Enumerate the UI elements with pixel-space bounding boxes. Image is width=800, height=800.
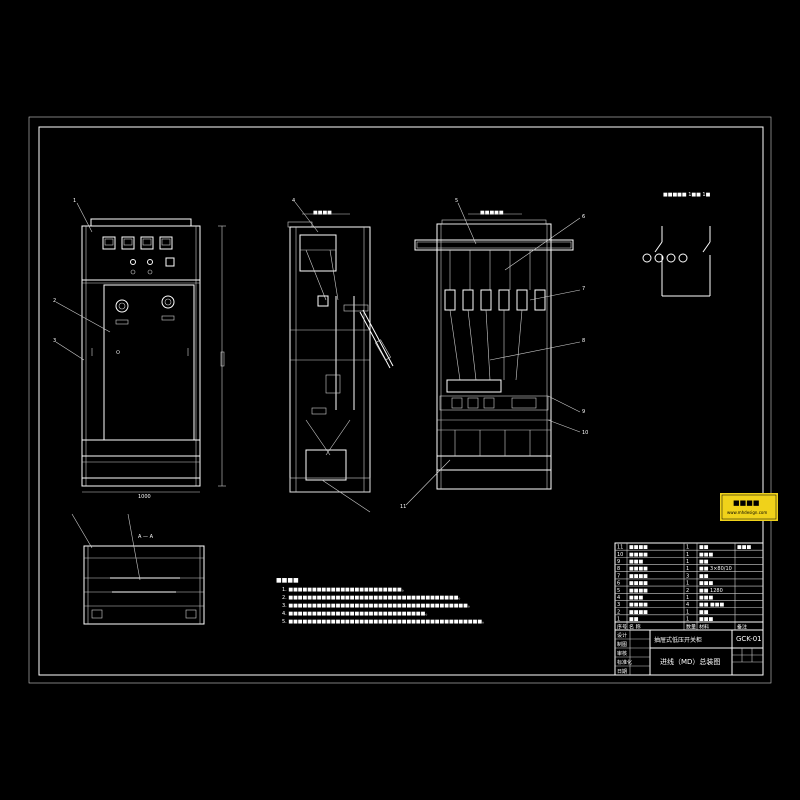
bom-cell: ■■■: [699, 581, 713, 587]
callout-number: 4: [292, 198, 295, 204]
bom-cell: 5: [617, 588, 620, 594]
circuit-label: ■■■■■ 1■■ 1■: [663, 192, 711, 198]
bom-cell: 8: [617, 566, 620, 572]
bom-cell: 3: [617, 602, 620, 608]
bom-cell: 3: [686, 573, 689, 579]
bom-cell: ■■■: [699, 552, 713, 558]
bom-cell: ■■: [699, 559, 709, 565]
bom-cell: ■■■■: [629, 573, 648, 579]
bom-cell: 2: [617, 609, 620, 615]
note-line: 3. ■■■■■■■■■■■■■■■■■■■■■■■■■■■■■■■■■■■■■…: [282, 603, 473, 609]
note-line: 1. ■■■■■■■■■■■■■■■■■■■■■■■■。: [282, 587, 407, 593]
bom-cell: ■■■■: [629, 545, 648, 551]
side-view-label: ■■■■: [313, 210, 332, 216]
title-block-row: 设计: [617, 632, 627, 639]
title-block: [614, 629, 764, 676]
bom-cell: 1: [686, 609, 689, 615]
front-view: [81, 218, 226, 493]
callout-number: 1: [73, 198, 76, 204]
bom-cell: ■■■: [699, 595, 713, 601]
plan-section-marker: A — A: [138, 534, 154, 540]
bom-cell: ■■■■: [629, 602, 648, 608]
watermark-stamp: [720, 493, 778, 521]
callout-number: 8: [582, 338, 585, 344]
rear-view: [414, 219, 574, 490]
bom-cell: ■■■: [629, 595, 643, 601]
callout-number: 5: [455, 198, 458, 204]
watermark-url: www.mhdesign.com: [727, 510, 767, 515]
callout-number: 9: [582, 409, 585, 415]
note-line: 4. ■■■■■■■■■■■■■■■■■■■■■■■■■■■■■。: [282, 611, 430, 617]
bom-cell: ■■■■: [629, 566, 648, 572]
callout-number: 3: [53, 338, 56, 344]
title-block-row: 日期: [617, 669, 627, 675]
bom-cell: 10: [617, 552, 623, 558]
callout-number: 2: [53, 298, 56, 304]
bom-cell: 4: [617, 595, 620, 601]
bom-cell: 1: [686, 559, 689, 565]
drawing-code: GCK-01: [736, 635, 762, 643]
bom-cell: ■■■: [629, 559, 643, 565]
bom-cell: 2: [686, 588, 689, 594]
bom-header-cell: 数量: [686, 624, 696, 631]
title-block-row: 审核: [617, 650, 627, 657]
bom-cell: ■■■: [737, 545, 751, 551]
bom-cell: ■■ 3×80/10: [699, 566, 732, 572]
bom-cell: ■■ 1280: [699, 588, 723, 594]
bom-cell: 1: [686, 552, 689, 558]
bom-header-cell: 序号: [617, 624, 627, 631]
bom-cell: ■■■■: [629, 609, 648, 615]
note-line: 2. ■■■■■■■■■■■■■■■■■■■■■■■■■■■■■■■■■■■■。: [282, 595, 463, 601]
outer-frame: [28, 116, 772, 684]
bom-cell: ■■■: [699, 617, 713, 623]
plan-view: [83, 545, 205, 625]
bom-cell: 4: [686, 602, 689, 608]
drawing-subtitle: 进线（MD）总装图: [660, 657, 720, 666]
drawing-title: 抽屉式低压开关柜: [654, 636, 702, 644]
bom-cell: 1: [686, 545, 689, 551]
watermark-title: ■■■■: [733, 499, 759, 507]
bom-cell: ■■ ■■■: [699, 602, 724, 608]
bom-cell: ■■■■: [629, 581, 648, 587]
bom-cell: ■■: [629, 617, 639, 623]
bom-cell: 1: [686, 617, 689, 623]
notes-heading: ■■■■: [276, 577, 299, 584]
rear-view-label: ■■■■■: [480, 210, 504, 216]
inner-frame: [38, 126, 764, 676]
bom-cell: ■■■■: [629, 552, 648, 558]
bom-cell: ■■: [699, 545, 709, 551]
bom-cell: ■■■■: [629, 588, 648, 594]
circuit-diagram: [642, 226, 711, 297]
bom-cell: 9: [617, 559, 620, 565]
title-block-row: 制图: [617, 641, 627, 648]
bom-cell: 6: [617, 581, 620, 587]
side-view: [287, 221, 394, 493]
bom-cell: 1: [686, 581, 689, 587]
bom-cell: 11: [617, 545, 623, 551]
bom-cell: ■■: [699, 609, 709, 615]
front-width-dimension: 1000: [138, 494, 151, 500]
callout-number: 10: [582, 430, 588, 436]
callout-number: 11: [400, 504, 406, 510]
callout-number: 7: [582, 286, 585, 292]
bom-cell: 1: [686, 595, 689, 601]
bom-header-cell: 材料: [699, 624, 709, 631]
note-line: 5. ■■■■■■■■■■■■■■■■■■■■■■■■■■■■■■■■■■■■■…: [282, 619, 487, 625]
bom-cell: ■■: [699, 573, 709, 579]
bom-header-cell: 名 称: [629, 624, 641, 631]
callout-number: 6: [582, 214, 585, 220]
bom-cell: 1: [617, 617, 620, 623]
bom-cell: 7: [617, 573, 620, 579]
title-block-row: 标准化: [617, 659, 632, 666]
bom-header-cell: 备注: [737, 624, 747, 631]
bom-cell: 1: [686, 566, 689, 572]
